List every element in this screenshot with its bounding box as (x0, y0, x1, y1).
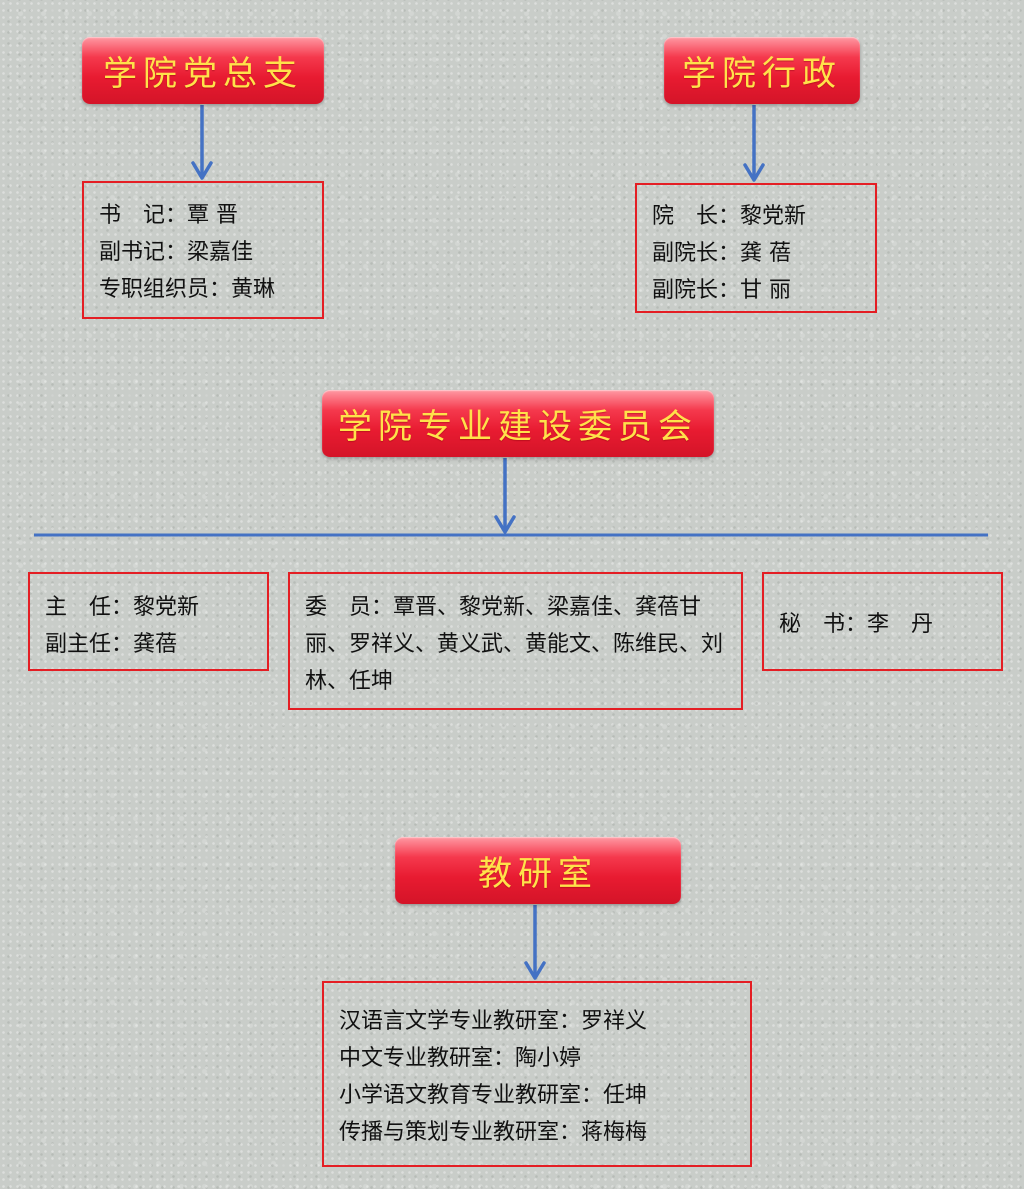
committee-title: 学院专业建设委员会 (322, 390, 714, 457)
teaching-office-chinese-literature: 汉语言文学专业教研室：罗祥义 (339, 1009, 648, 1034)
party-branch-box: 书 记：覃 晋 副书记：梁嘉佳 专职组织员：黄琳 (82, 181, 324, 319)
arrow-committee (494, 458, 516, 534)
administration-dean: 院 长：黎党新 (652, 204, 807, 229)
administration-vice-dean-2: 副院长：甘 丽 (652, 278, 791, 303)
committee-members-box: 委 员：覃晋、黎党新、梁嘉佳、龚蓓甘丽、罗祥义、黄义武、黄能文、陈维民、刘林、任… (288, 572, 743, 710)
committee-director-box: 主 任：黎党新 副主任：龚蓓 (28, 572, 269, 671)
teaching-office-title: 教研室 (395, 837, 681, 904)
arrow-party-branch (191, 105, 213, 180)
committee-director: 主 任：黎党新 (45, 595, 200, 620)
teaching-office-chinese: 中文专业教研室：陶小婷 (339, 1046, 582, 1071)
committee-secretary-box: 秘 书：李 丹 (762, 572, 1003, 671)
committee-secretary: 秘 书：李 丹 (779, 612, 934, 637)
teaching-office-communication: 传播与策划专业教研室：蒋梅梅 (339, 1120, 648, 1145)
party-branch-secretary: 书 记：覃 晋 (99, 203, 238, 228)
arrow-administration (743, 105, 765, 182)
administration-title: 学院行政 (664, 37, 860, 104)
committee-deputy-director: 副主任：龚蓓 (45, 632, 178, 657)
party-branch-deputy-secretary: 副书记：梁嘉佳 (99, 240, 254, 265)
committee-members: 委 员：覃晋、黎党新、梁嘉佳、龚蓓甘丽、罗祥义、黄义武、黄能文、陈维民、刘林、任… (305, 595, 724, 694)
teaching-office-box: 汉语言文学专业教研室：罗祥义 中文专业教研室：陶小婷 小学语文教育专业教研室：任… (322, 981, 752, 1167)
party-branch-title: 学院党总支 (82, 37, 324, 104)
administration-vice-dean-1: 副院长：龚 蓓 (652, 241, 791, 266)
teaching-office-primary-chinese: 小学语文教育专业教研室：任坤 (339, 1083, 648, 1108)
administration-box: 院 长：黎党新 副院长：龚 蓓 副院长：甘 丽 (635, 183, 877, 313)
arrow-teaching-office (524, 905, 546, 980)
party-branch-organizer: 专职组织员：黄琳 (99, 277, 276, 302)
